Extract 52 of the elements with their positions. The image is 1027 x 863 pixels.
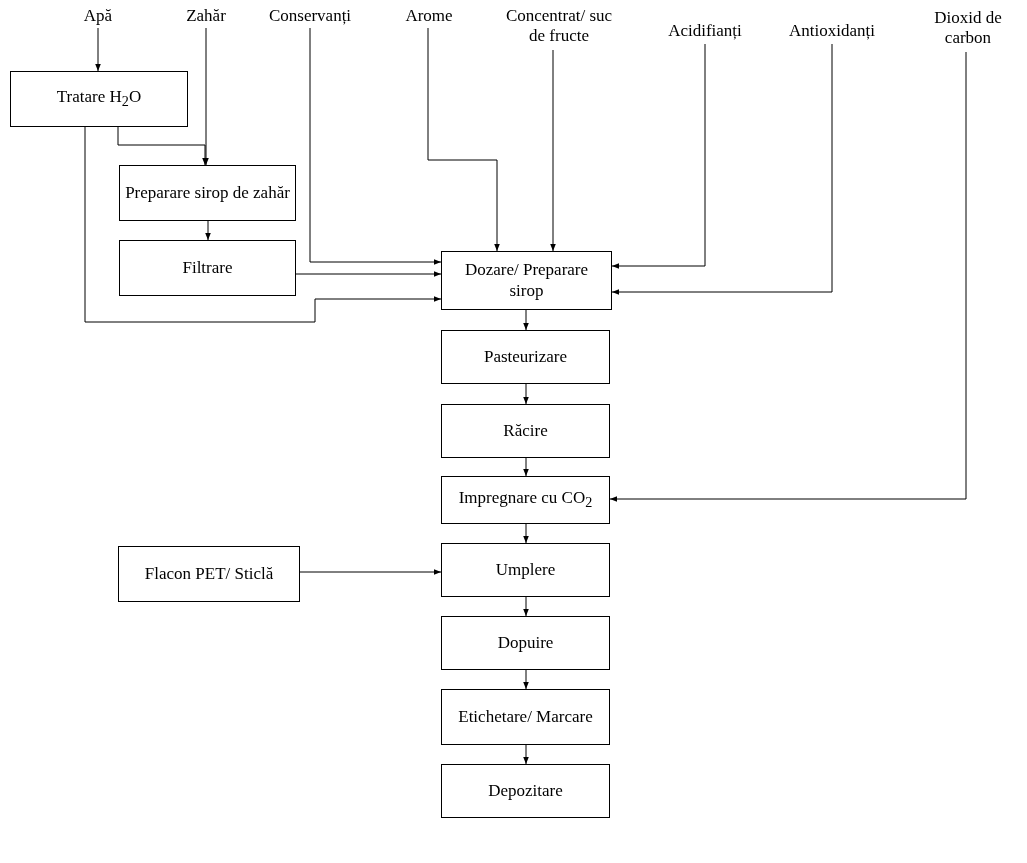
arrow: [84, 126, 442, 323]
input-label: Arome: [396, 4, 462, 28]
process-label: Preparare sirop de zahăr: [125, 182, 290, 204]
process-box: [441, 764, 610, 818]
arrow: [295, 271, 442, 277]
input-label: Concentrat/ suc de fructe: [493, 2, 625, 50]
arrow: [611, 43, 706, 269]
process-label: Etichetare/ Marcare: [458, 706, 593, 728]
process-box: [10, 71, 188, 127]
arrow: [203, 27, 209, 166]
arrow: [309, 27, 442, 265]
process-box: [441, 689, 610, 745]
process-label: Filtrare: [182, 257, 233, 279]
arrow: [523, 669, 529, 690]
input-label: Antioxidanți: [770, 18, 894, 44]
input-label: Conservanți: [252, 4, 368, 28]
process-box: [441, 476, 610, 524]
process-label: Umplere: [495, 559, 556, 581]
process-box: [441, 404, 610, 458]
process-box: [441, 330, 610, 384]
process-box: [441, 251, 612, 310]
input-label: Dioxid de carbon: [916, 4, 1020, 52]
process-box: [118, 546, 300, 602]
arrow: [95, 27, 101, 72]
input-label: Zahăr: [178, 4, 234, 28]
process-box: [119, 240, 296, 296]
arrow: [523, 596, 529, 617]
input-label: Apă: [72, 4, 124, 28]
input-label: Acidifianți: [648, 18, 762, 44]
arrow: [523, 523, 529, 544]
arrow: [427, 27, 500, 252]
arrow: [117, 126, 208, 166]
process-box: [441, 543, 610, 597]
arrow: [523, 744, 529, 765]
process-label: Răcire: [503, 420, 548, 442]
arrow: [523, 457, 529, 477]
arrow: [550, 49, 556, 252]
arrow: [523, 309, 529, 331]
process-label: Depozitare: [488, 780, 563, 802]
process-box: [441, 616, 610, 670]
process-label: Flacon PET/ Sticlă: [144, 563, 274, 585]
process-label: Impregnare cu CO$_{2}$: [458, 488, 593, 512]
arrow: [299, 569, 442, 575]
process-label: Tratare H$_{2}$O: [56, 87, 142, 111]
arrow: [609, 51, 967, 502]
arrow: [523, 383, 529, 405]
arrow: [205, 220, 211, 241]
process-box: [119, 165, 296, 221]
process-label: Dopuire: [497, 632, 554, 654]
arrow: [611, 43, 833, 295]
process-label: Pasteurizare: [483, 346, 568, 368]
process-label: Dozare/ Preparare sirop: [463, 260, 590, 301]
